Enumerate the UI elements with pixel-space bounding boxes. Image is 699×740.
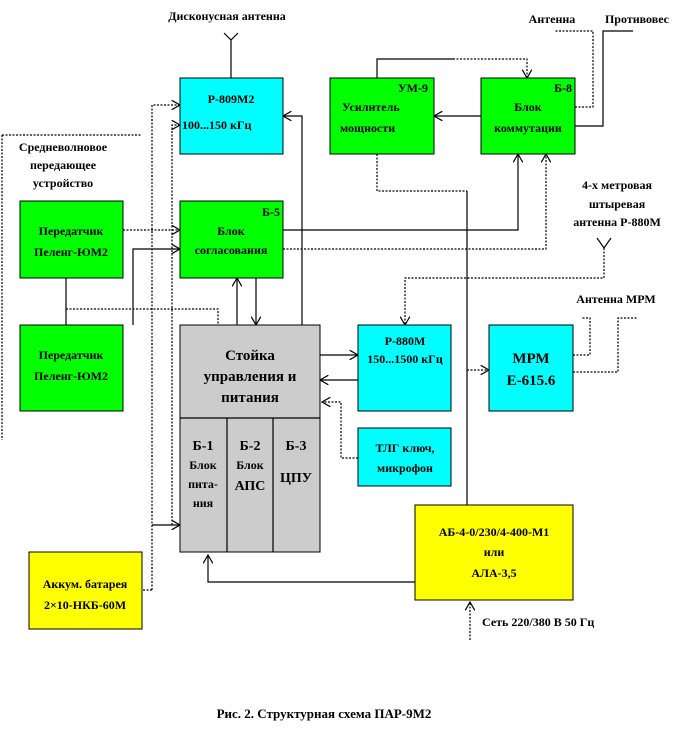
block-power-unit: [414, 504, 574, 601]
um9-line2: мощности: [340, 121, 395, 135]
r880-title: Р-880М: [385, 334, 426, 348]
figure-caption: Рис. 2. Структурная схема ПАР-9М2: [217, 706, 432, 721]
block-mrm: [488, 324, 574, 412]
label-mains: Сеть 220/380 В 50 Гц: [482, 615, 594, 629]
b5-line2: согласования: [195, 243, 268, 257]
b1-line2: пита-: [188, 477, 218, 491]
um9-line1: Усилитель: [342, 100, 400, 114]
r880-range: 150...1500 кГц: [367, 352, 443, 366]
b8-code: Б-8: [554, 81, 572, 95]
ab-line3: АЛА-3,5: [471, 566, 516, 580]
b2-line1: Блок: [236, 458, 264, 472]
b5-code: Б-5: [262, 205, 280, 219]
block-control-rack: [179, 324, 321, 553]
mrm-model: Е-615.6: [507, 373, 556, 389]
label-mw-group-3: устройство: [33, 176, 93, 190]
block-um9: [329, 77, 435, 155]
label-counterpoise: Противовес: [605, 12, 670, 26]
block-r809m2: [179, 77, 284, 155]
rack-line2: управления и: [204, 369, 297, 385]
r809-title: Р-809М2: [208, 92, 255, 106]
tx2-line2: Пеленг-ЮМ2: [34, 369, 108, 383]
tx1-line1: Передатчик: [39, 224, 104, 238]
b2-line2: АПС: [235, 479, 266, 494]
rack-line1: Стойка: [225, 348, 275, 364]
label-whip-3: антенна Р-880М: [573, 215, 661, 229]
block-b8: [480, 77, 576, 155]
block-transmitter-2: [19, 324, 124, 412]
label-mrm-antenna: Антенна МРМ: [576, 292, 655, 306]
battery-line2: 2×10-НКБ-60М: [44, 598, 126, 612]
block-transmitter-1: [19, 200, 124, 279]
b8-line2: коммутации: [494, 121, 562, 135]
label-mw-group-2: передающее: [30, 158, 97, 172]
label-mw-group-1: Средневолновое: [19, 140, 108, 154]
label-antenna: Антенна: [529, 12, 576, 26]
rack-line3: питания: [221, 390, 279, 406]
tx2-line1: Передатчик: [39, 348, 104, 362]
um9-code: УМ-9: [398, 81, 428, 95]
b8-line1: Блок: [514, 100, 542, 114]
battery-line1: Аккум. батарея: [43, 577, 128, 591]
ab-line2: или: [484, 545, 505, 559]
b1-code: Б-1: [193, 439, 214, 454]
block-key-microphone: [357, 427, 452, 487]
tx1-line2: Пеленг-ЮМ2: [34, 245, 108, 259]
b3-code: Б-3: [286, 439, 307, 454]
tlg-line2: микрофон: [377, 461, 433, 475]
label-whip-2: штыревая: [589, 197, 646, 211]
block-battery: [28, 551, 143, 630]
disk-antenna-icon: [223, 32, 239, 41]
r809-range: 100...150 кГц: [182, 118, 252, 132]
tlg-line1: ТЛГ ключ,: [375, 441, 434, 455]
b5-line1: Блок: [217, 224, 245, 238]
mrm-title: МРМ: [512, 351, 549, 367]
label-whip-1: 4-х метровая: [582, 178, 652, 192]
ab-line1: АБ-4-0/230/4-400-М1: [439, 525, 550, 539]
label-disk-antenna: Дисконусная антенна: [168, 9, 286, 23]
connections: [1, 30, 638, 640]
b1-line1: Блок: [189, 458, 217, 472]
b1-line3: ния: [193, 496, 214, 510]
b3-line1: ЦПУ: [280, 471, 312, 486]
block-r880m: [357, 324, 452, 412]
block-b5: [179, 200, 284, 279]
b2-code: Б-2: [240, 439, 261, 454]
